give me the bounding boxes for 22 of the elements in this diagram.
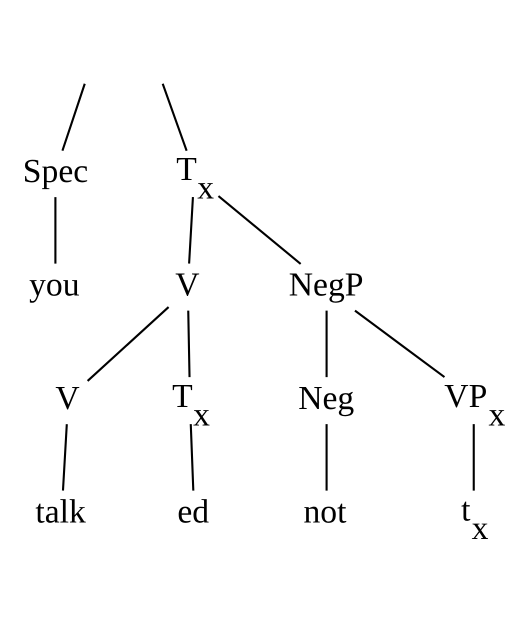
node-text: ed — [177, 492, 210, 530]
node-text: NegP — [288, 266, 364, 303]
connector — [472, 424, 475, 490]
connector — [162, 82, 188, 151]
connector — [86, 306, 170, 382]
connector — [354, 309, 446, 378]
connector — [187, 310, 191, 377]
connector — [188, 196, 194, 264]
connector — [61, 82, 86, 151]
node-text: not — [303, 492, 346, 530]
node-text: talk — [35, 492, 86, 530]
connector — [326, 310, 328, 377]
connector — [62, 424, 68, 490]
node-text: V — [175, 266, 200, 303]
node-text: V — [55, 379, 80, 416]
connector — [54, 196, 56, 264]
connector — [326, 424, 328, 490]
connector — [218, 194, 302, 264]
connector — [190, 424, 194, 490]
node-text: you — [29, 266, 80, 303]
node-text: Neg — [298, 379, 354, 416]
node-text: Spec — [22, 152, 88, 190]
